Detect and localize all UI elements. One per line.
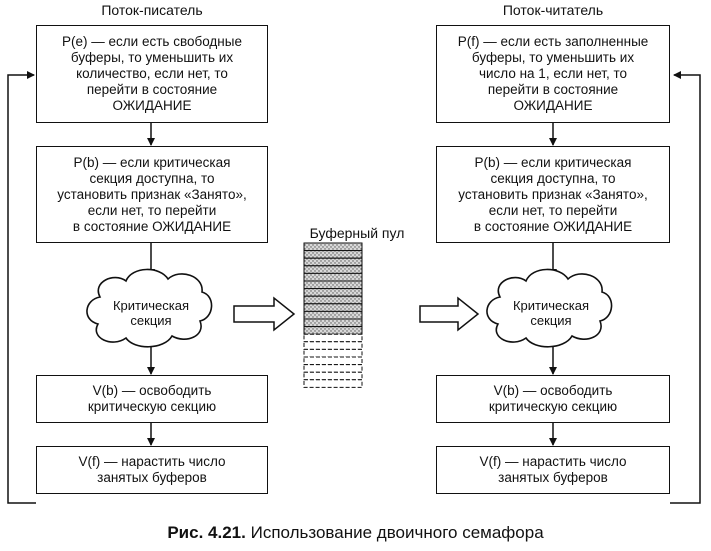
pool-slot-filled [303,265,363,274]
reader-step-vf: V(f) — нарастить число занятых буферов [436,446,670,494]
buffer-pool [303,242,363,388]
pool-slot-filled [303,303,363,312]
writer-cloud-shape [86,268,213,348]
pool-slot-empty [303,364,363,373]
writer-step-pe-line: P(e) — если есть свободные [62,34,242,49]
pool-title: Буферный пул [309,225,405,241]
reader-step-pb-line: P(b) — если критическая [474,154,632,170]
pool-slot-filled [303,272,363,282]
pool-slot-filled [303,318,363,328]
reader-step-pf-line: ОЖИДАНИЕ [513,98,593,113]
reader-step-pf: P(f) — если есть заполненные буферы, то … [436,25,670,123]
reader-critical-section: Критическая секция [496,298,606,328]
reader-step-pb: P(b) — если критическая секция доступна,… [436,146,670,243]
reader-step-vf-line: занятых буферов [498,470,608,485]
reader-loop-connector [670,71,701,504]
writer-step-vb-line: критическую секцию [87,399,217,414]
reader-step-pf-line: P(f) — если есть заполненные [457,34,649,49]
writer-step-vf-line: занятых буферов [97,470,207,485]
writer-title: Поток-писатель [101,2,203,18]
figure-caption: Рис. 4.21. Использование двоичного семаф… [0,523,711,543]
writer-step-pb-line: установить признак «Занято», [57,186,247,202]
pool-slot-filled [303,295,363,305]
reader-step-vb-line: критическую секцию [488,399,618,414]
reader-step-pb-line: в состояние ОЖИДАНИЕ [473,218,633,234]
figure-caption-text: Использование двоичного семафора [250,523,544,542]
writer-step-pe-line: перейти в состояние [86,82,218,97]
reader-step-pb-line: секция доступна, то [490,170,616,186]
writer-loop-connector [7,71,36,504]
pool-slot-filled [303,257,363,267]
reader-step-pf-line: перейти в состояние [487,82,619,97]
pool-slot-filled [303,310,363,320]
reader-step-pf-line: буферы, то уменьшить их [471,50,635,65]
writer-cloud-line: секция [130,313,172,328]
pool-slot-filled [303,288,363,297]
pool-slot-empty [303,348,363,358]
reader-step-vb-line: V(b) — освободить [493,383,613,398]
reader-cloud-line: Критическая [512,298,590,313]
reader-cloud-shape [486,268,613,348]
pool-slot-filled [303,250,363,259]
writer-critical-section: Критическая секция [96,298,206,328]
reader-step-pb-line: если нет, то перейти [488,202,618,218]
writer-step-pb-line: в состояние ОЖИДАНИЕ [72,218,232,234]
writer-step-pb: P(b) — если критическая секция доступна,… [36,146,268,243]
writer-step-pe-line: буферы, то уменьшить их [70,50,234,65]
writer-step-pb-line: P(b) — если критическая [73,154,231,170]
writer-step-vb: V(b) — освободить критическую секцию [36,375,268,423]
pool-slot-filled [303,280,363,290]
writer-cloud-line: Критическая [112,298,190,313]
pool-slot-empty [303,333,363,343]
writer-step-pb-line: если нет, то перейти [87,202,217,218]
pool-slot-empty [303,356,363,366]
writer-step-pe: P(e) — если есть свободные буферы, то ум… [36,25,268,123]
pool-slot-empty [303,379,363,388]
pool-slot-empty [303,341,363,350]
reader-step-vf-line: V(f) — нарастить число [479,454,627,469]
writer-step-pe-line: ОЖИДАНИЕ [112,98,192,113]
writer-step-vf-line: V(f) — нарастить число [78,454,226,469]
writer-to-pool-arrow [233,296,296,332]
reader-step-pf-line: число на 1, если нет, то [478,66,627,81]
reader-cloud-line: секция [530,313,572,328]
writer-step-pb-line: секция доступна, то [89,170,215,186]
writer-step-vb-line: V(b) — освободить [92,383,212,398]
writer-step-pe-line: количество, если нет, то [76,66,228,81]
reader-step-pb-line: установить признак «Занято», [458,186,648,202]
reader-title: Поток-читатель [502,2,604,18]
figure-caption-number: Рис. 4.21. [167,523,246,542]
reader-step-vb: V(b) — освободить критическую секцию [436,375,670,423]
writer-step-vf: V(f) — нарастить число занятых буферов [36,446,268,494]
pool-to-reader-arrow [419,296,480,332]
pool-slot-filled [303,242,363,252]
pool-slot-filled [303,326,363,335]
pool-slot-empty [303,371,363,381]
